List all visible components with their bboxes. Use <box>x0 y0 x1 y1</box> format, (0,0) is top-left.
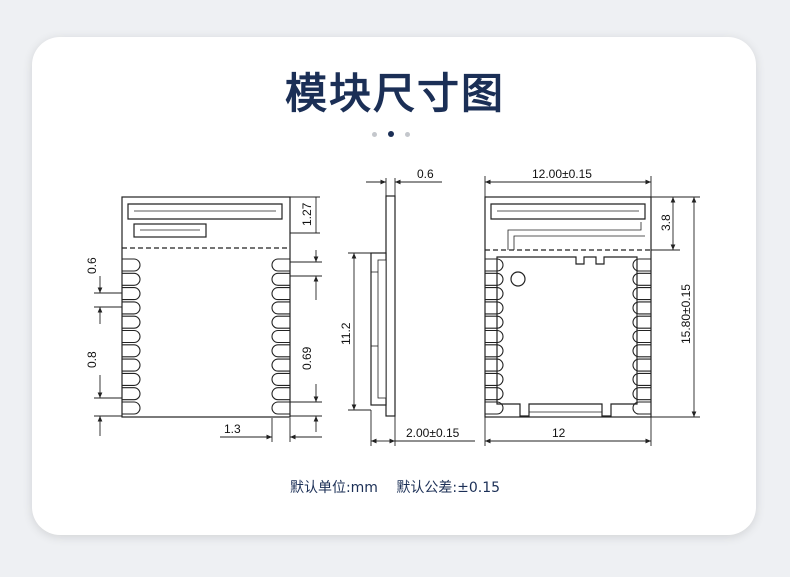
dim-front-bottom-offset: 1.3 <box>224 422 241 436</box>
back-dimension-lines <box>484 176 700 446</box>
back-left-pads <box>485 258 504 415</box>
castellated-pad <box>485 372 504 386</box>
front-dimension-lines <box>94 196 322 442</box>
default-tolerance-text: 默认公差:±0.15 <box>396 480 501 496</box>
castellated-pad <box>122 315 141 329</box>
pagination-dot-1[interactable] <box>372 132 377 137</box>
pagination-dot-2[interactable] <box>388 131 394 137</box>
castellated-pad <box>632 301 651 315</box>
castellated-pad <box>271 329 290 344</box>
dim-front-pad-width-left: 0.6 <box>85 257 99 274</box>
castellated-pad <box>122 329 141 344</box>
castellated-pad <box>632 272 651 286</box>
default-units-text: 默认单位:mm <box>289 480 378 496</box>
castellated-pad <box>485 272 504 286</box>
castellated-pad <box>271 287 290 301</box>
dim-side-height: 11.2 <box>339 322 353 345</box>
castellated-pad <box>271 372 290 386</box>
default-spec-note: 默认单位:mm 默认公差:±0.15 <box>0 478 790 498</box>
castellated-pad <box>632 372 651 386</box>
castellated-pad <box>485 258 504 272</box>
castellated-pad <box>122 387 141 401</box>
castellated-pad <box>632 315 651 329</box>
side-view <box>370 195 396 417</box>
page-title: 模块尺寸图 <box>284 69 505 118</box>
castellated-pad <box>271 301 290 315</box>
castellated-pad <box>122 301 141 315</box>
dim-back-inner-width: 12 <box>552 426 566 440</box>
dim-back-width: 12.00±0.15 <box>532 167 592 181</box>
pagination-dot-3[interactable] <box>405 132 410 137</box>
back-antenna-trace <box>490 203 646 220</box>
castellated-pad <box>271 272 290 286</box>
castellated-pad <box>271 258 290 272</box>
castellated-pad <box>271 401 290 415</box>
castellated-pad <box>485 301 504 315</box>
front-right-pads <box>271 258 290 415</box>
castellated-pad <box>485 329 504 344</box>
pagination-dots <box>372 131 418 139</box>
castellated-pad <box>632 344 651 358</box>
castellated-pad <box>271 387 290 401</box>
castellated-pad <box>485 315 504 329</box>
castellated-pad <box>122 372 141 386</box>
front-view <box>121 196 291 418</box>
castellated-pad <box>122 401 141 415</box>
castellated-pad <box>632 387 651 401</box>
castellated-pad <box>122 272 141 286</box>
dim-side-total-thickness: 2.00±0.15 <box>406 426 460 440</box>
dim-back-length: 15.80±0.15 <box>679 284 693 344</box>
castellated-pad <box>485 387 504 401</box>
dim-front-pad-pitch-left: 0.8 <box>85 351 99 368</box>
castellated-pad <box>271 315 290 329</box>
castellated-pad <box>122 344 141 358</box>
castellated-pad <box>485 287 504 301</box>
castellated-pad <box>485 401 504 415</box>
back-right-pads <box>632 258 651 415</box>
back-shield-can <box>496 256 638 417</box>
back-view <box>484 196 652 418</box>
side-dimension-lines <box>348 178 475 446</box>
castellated-pad <box>271 344 290 358</box>
castellated-pad <box>485 358 504 372</box>
dim-side-thickness: 0.6 <box>417 167 434 181</box>
front-left-pads <box>122 258 141 415</box>
castellated-pad <box>122 358 141 372</box>
back-pin1-marker <box>510 271 526 287</box>
dim-front-pad-pitch-right: 0.69 <box>300 346 314 370</box>
castellated-pad <box>485 344 504 358</box>
castellated-pad <box>632 258 651 272</box>
front-antenna-trace <box>127 203 283 220</box>
castellated-pad <box>122 287 141 301</box>
castellated-pad <box>122 258 141 272</box>
castellated-pad <box>632 329 651 344</box>
castellated-pad <box>271 358 290 372</box>
castellated-pad <box>632 287 651 301</box>
dim-front-top-pitch: 1.27 <box>300 202 314 226</box>
castellated-pad <box>632 401 651 415</box>
dim-back-antenna-height: 3.8 <box>659 214 673 231</box>
side-pcb <box>385 195 396 417</box>
castellated-pad <box>632 358 651 372</box>
